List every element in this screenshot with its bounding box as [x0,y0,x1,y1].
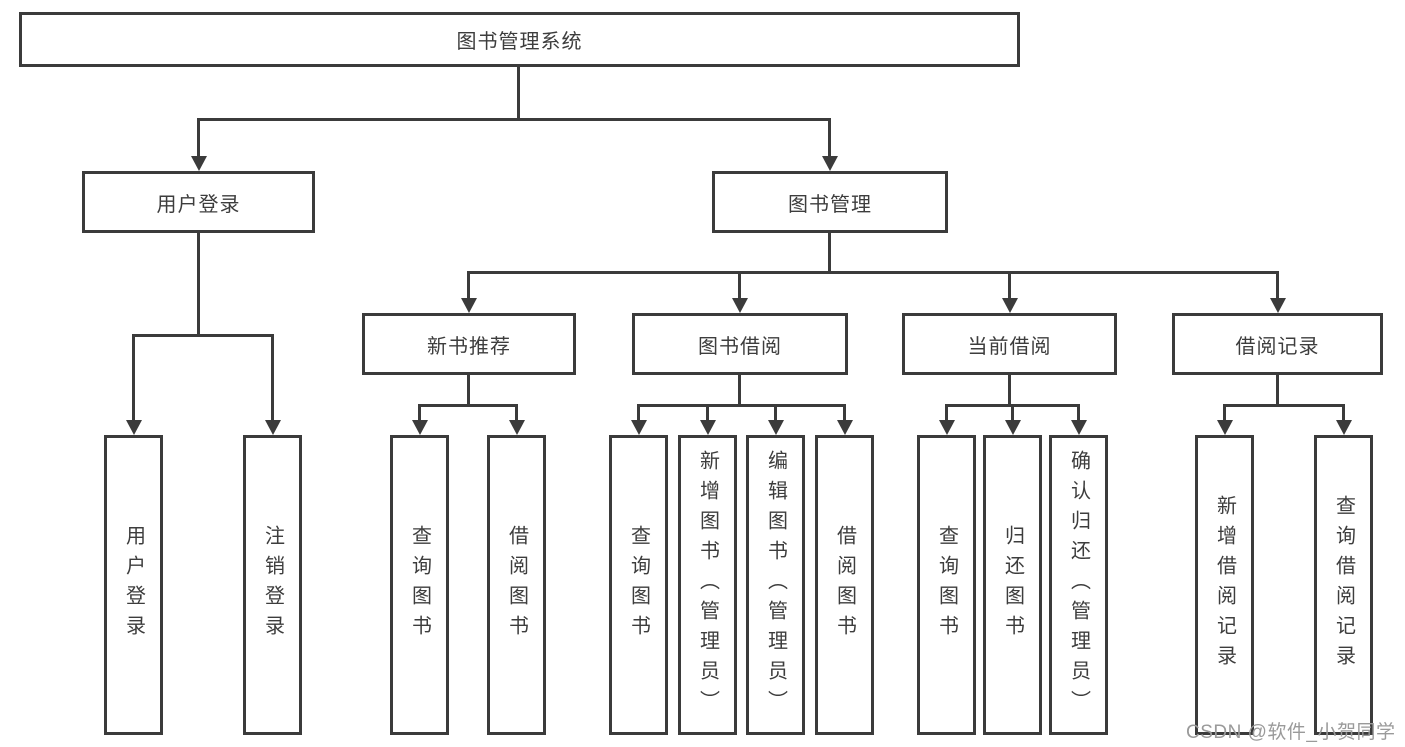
connector-hline [197,118,831,121]
arrowhead-down-icon [509,420,525,435]
arrowhead-down-icon [412,420,428,435]
node-book-borrowing: 图书借阅 [632,313,848,375]
arrowhead-down-icon [461,298,477,313]
leaf-label: 编辑图书（管理员） [764,450,787,720]
connector-hline [637,404,846,407]
arrowhead-down-icon [837,420,853,435]
connector-vline [637,404,640,421]
leaf-label: 新增图书（管理员） [696,450,719,720]
arrowhead-down-icon [1005,420,1021,435]
leaf-label: 注销登录 [261,525,284,645]
connector-vline [1077,404,1080,421]
leaf-label: 查询图书 [627,525,650,645]
node-library-management-system: 图书管理系统 [19,12,1020,67]
node-label: 图书管理 [788,193,872,216]
leaf-query-books-recommend: 查询图书 [390,435,449,735]
connector-vline [774,404,777,421]
arrowhead-down-icon [768,420,784,435]
arrowhead-down-icon [191,156,207,171]
arrowhead-down-icon [265,420,281,435]
node-borrowing-records: 借阅记录 [1172,313,1383,375]
connector-vline [1008,271,1011,300]
connector-vline [517,67,520,120]
leaf-label: 借阅图书 [505,525,528,645]
leaf-label: 借阅图书 [833,525,856,645]
connector-vline [1008,375,1011,406]
arrowhead-down-icon [822,156,838,171]
leaf-label: 归还图书 [1001,525,1024,645]
arrowhead-down-icon [1217,420,1233,435]
leaf-label: 确认归还（管理员） [1067,450,1090,720]
connector-vline [271,334,274,421]
node-label: 用户登录 [156,193,241,216]
leaf-query-borrow-record: 查询借阅记录 [1314,435,1373,735]
arrowhead-down-icon [631,420,647,435]
node-book-management: 图书管理 [712,171,948,233]
connector-vline [738,271,741,300]
connector-vline [197,118,200,157]
connector-vline [1276,271,1279,300]
connector-vline [945,404,948,421]
leaf-label: 查询图书 [408,525,431,645]
leaf-label: 查询借阅记录 [1332,495,1355,675]
connector-vline [1276,375,1279,406]
connector-vline [738,375,741,406]
arrowhead-down-icon [1336,420,1352,435]
arrowhead-down-icon [126,420,142,435]
node-label: 借阅记录 [1235,335,1320,358]
arrowhead-down-icon [1002,298,1018,313]
leaf-label: 查询图书 [935,525,958,645]
connector-hline [1223,404,1345,407]
leaf-add-borrow-record: 新增借阅记录 [1195,435,1254,735]
connector-vline [1342,404,1345,421]
arrowhead-down-icon [1071,420,1087,435]
leaf-query-books-borrowing: 查询图书 [609,435,668,735]
node-label: 图书借阅 [698,335,782,358]
csdn-watermark: CSDN @软件_小贺同学 [1186,722,1396,743]
leaf-edit-books-admin: 编辑图书（管理员） [746,435,805,735]
arrowhead-down-icon [939,420,955,435]
node-new-book-recommendation: 新书推荐 [362,313,576,375]
leaf-confirm-return-admin: 确认归还（管理员） [1049,435,1108,735]
connector-hline [467,271,1279,274]
arrowhead-down-icon [700,420,716,435]
leaf-borrow-books-recommend: 借阅图书 [487,435,546,735]
connector-vline [1223,404,1226,421]
connector-vline [828,118,831,157]
connector-vline [843,404,846,421]
node-label: 当前借阅 [967,335,1052,358]
connector-hline [132,334,274,337]
node-user-login-group: 用户登录 [82,171,315,233]
connector-vline [467,271,470,300]
connector-vline [467,375,470,406]
leaf-user-login: 用户登录 [104,435,163,735]
node-label: 新书推荐 [427,335,511,358]
leaf-label: 新增借阅记录 [1213,495,1236,675]
leaf-return-books: 归还图书 [983,435,1042,735]
arrowhead-down-icon [732,298,748,313]
leaf-logout: 注销登录 [243,435,302,735]
connector-vline [706,404,709,421]
arrowhead-down-icon [1270,298,1286,313]
connector-hline [418,404,518,407]
connector-vline [418,404,421,421]
node-label: 图书管理系统 [456,31,583,53]
connector-vline [515,404,518,421]
leaf-label: 用户登录 [122,525,145,645]
connector-vline [1011,404,1014,421]
connector-vline [197,233,200,336]
connector-vline [132,334,135,421]
leaf-add-books-admin: 新增图书（管理员） [678,435,737,735]
node-current-borrowing: 当前借阅 [902,313,1117,375]
leaf-borrow-books: 借阅图书 [815,435,874,735]
connector-vline [828,233,831,274]
leaf-query-books-current: 查询图书 [917,435,976,735]
